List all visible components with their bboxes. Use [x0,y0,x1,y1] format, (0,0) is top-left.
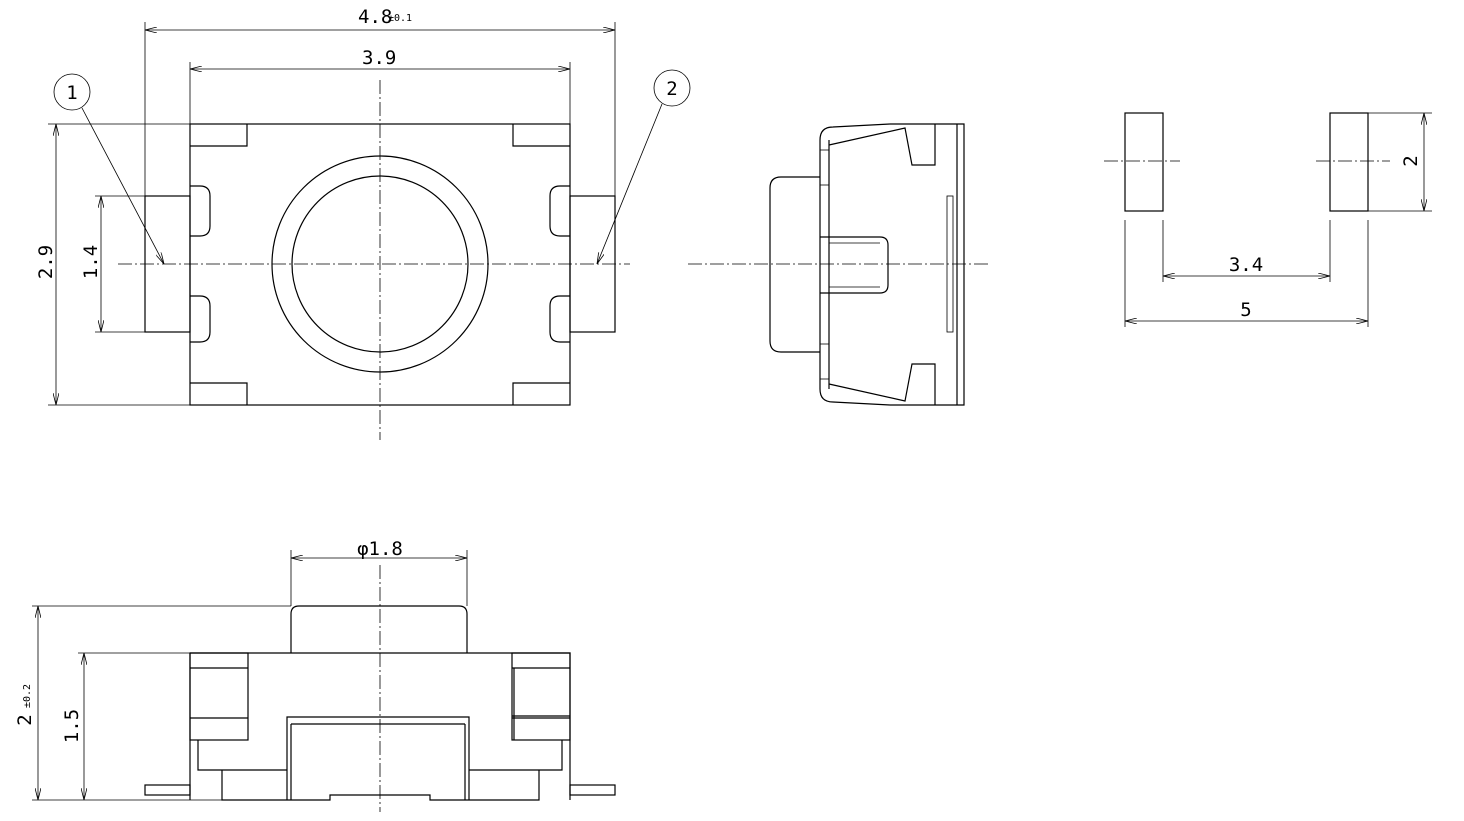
front-terminal-left [144,784,191,796]
side-cover-top [828,124,936,166]
front-actuator [290,605,468,653]
front-view: φ1.8 2 ±0.2 1.5 [14,538,616,812]
top-view: 4.8 ±0.1 3.9 2.9 1.4 1 2 [35,6,691,440]
side-view [688,123,990,406]
side-contact-strip [946,195,954,333]
tab-r-top [549,185,570,237]
dim-inner-spacing: 3.4 [1229,254,1263,276]
dim-overall-width: 4.8 [358,6,392,28]
dim-terminal-height: 1.4 [80,245,102,279]
callout-label-2: 2 [666,78,677,100]
front-base-left [197,740,287,771]
callout-leader-2 [597,103,663,264]
corner-notch-bl [190,382,248,405]
side-plunger [769,176,820,353]
dim-total-height: 2 [14,714,36,725]
front-feet [221,770,540,801]
corner-notch-tl [190,124,248,147]
callout-circle-2 [653,69,691,107]
dim-total-height-tol: ±0.2 [22,684,33,708]
callout-circle-1 [53,73,91,111]
dim-overall-height: 2.9 [35,245,57,279]
front-base-right [469,740,563,771]
callout-label-1: 1 [66,82,77,104]
dim-pad-height: 2 [1400,155,1422,166]
side-housing-outline [819,123,965,406]
front-left-block [189,652,249,741]
front-terminal-right [569,784,616,796]
dim-actuator-diameter: φ1.8 [357,538,403,560]
side-cover-bottom [828,363,936,405]
dim-outer-spacing: 5 [1240,299,1251,321]
dim-overall-width-tol: ±0.1 [388,13,412,24]
dim-body-width: 3.9 [362,47,396,69]
side-center-stem [820,236,889,294]
dim-body-height: 1.5 [61,709,83,743]
tab-l-bottom [190,295,211,343]
tab-r-bottom [549,295,570,343]
callout-leader-1 [81,107,164,264]
footprint-pad-right [1329,112,1369,212]
footprint-pad-left [1124,112,1164,212]
front-inner-cavity [286,716,470,800]
footprint-view: 2 3.4 5 [1104,112,1432,327]
front-right-block [511,652,571,741]
tab-l-top [190,185,211,237]
corner-notch-tr [512,124,570,147]
corner-notch-br [512,382,570,405]
